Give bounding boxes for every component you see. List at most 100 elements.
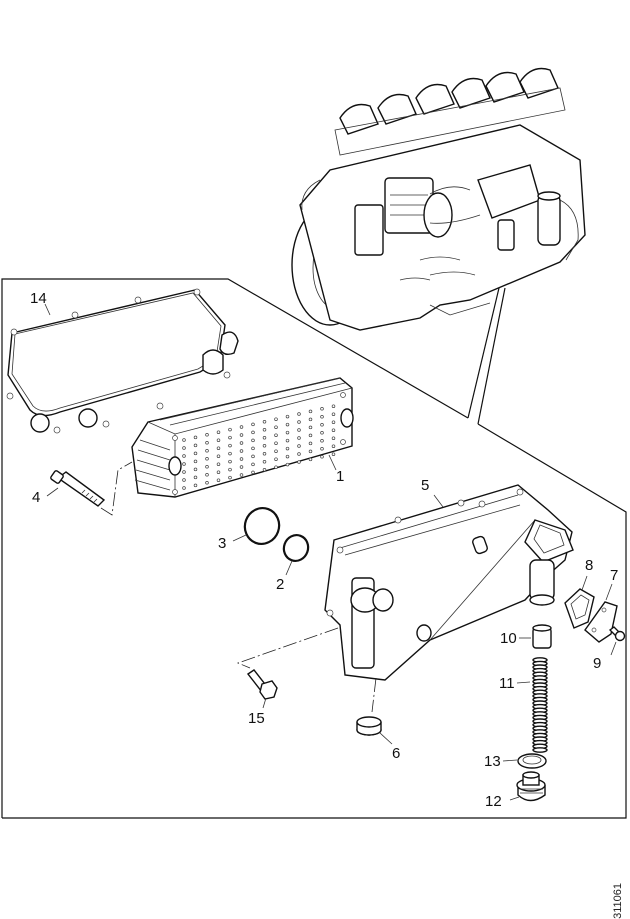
perforation-dot bbox=[297, 444, 301, 448]
perforation-dot bbox=[228, 467, 232, 472]
bolt-15-leader bbox=[236, 627, 339, 669]
perforation-dot bbox=[228, 451, 232, 456]
perforation-dot bbox=[297, 428, 301, 432]
perforation-dot bbox=[216, 446, 221, 450]
perforation-dot bbox=[251, 454, 255, 459]
cooler-perforations bbox=[182, 404, 336, 490]
flange-bolt bbox=[246, 669, 278, 700]
callout-leaders bbox=[44, 303, 617, 801]
o-ring-large bbox=[243, 507, 281, 545]
perforation-dot bbox=[331, 452, 336, 456]
drain-plug bbox=[516, 771, 546, 802]
callout-15: 15 bbox=[248, 710, 265, 727]
perforation-dot bbox=[205, 449, 209, 453]
perforation-dot bbox=[274, 441, 278, 445]
callout-9: 9 bbox=[593, 655, 601, 672]
perforation-dot bbox=[285, 446, 290, 451]
perforation-dot bbox=[228, 435, 232, 440]
perforation-dot bbox=[262, 460, 267, 464]
perforation-dot bbox=[308, 409, 313, 414]
perforation-dot bbox=[285, 422, 290, 427]
perforation-dot bbox=[239, 449, 244, 453]
perforation-dot bbox=[274, 457, 278, 461]
perforation-dot bbox=[205, 481, 209, 485]
perforation-dot bbox=[251, 422, 255, 427]
perforation-dot bbox=[297, 412, 301, 416]
perforation-dot bbox=[205, 473, 209, 477]
perforation-dot bbox=[308, 441, 313, 446]
perforation-dot bbox=[262, 452, 267, 456]
callout-3: 3 bbox=[218, 535, 226, 552]
valve-piston bbox=[532, 624, 552, 649]
perforation-dot bbox=[262, 436, 267, 440]
perforation-dot bbox=[251, 470, 255, 475]
cover-screw bbox=[608, 626, 626, 642]
cover-plate bbox=[584, 601, 618, 643]
perforation-dot bbox=[308, 457, 313, 462]
perforation-dot bbox=[182, 470, 186, 474]
perforation-dot bbox=[205, 457, 209, 461]
o-ring-small bbox=[282, 534, 310, 562]
perforation-dot bbox=[331, 428, 336, 432]
spring-coil bbox=[532, 747, 548, 753]
callout-12: 12 bbox=[485, 793, 502, 810]
perforation-dot bbox=[320, 407, 324, 411]
perforation-dot bbox=[331, 420, 336, 424]
bolt-long bbox=[50, 461, 133, 516]
callout-5: 5 bbox=[421, 477, 429, 494]
perforation-dot bbox=[216, 470, 221, 474]
perforation-dot bbox=[320, 439, 324, 443]
parts-diagram: 14 1 4 3 2 5 6 7 8 9 10 11 13 12 15 bbox=[1, 67, 627, 819]
perforation-dot bbox=[216, 454, 221, 458]
perforation-dot bbox=[193, 459, 198, 464]
perforation-dot bbox=[297, 460, 301, 464]
perforation-dot bbox=[285, 454, 290, 459]
callout-2: 2 bbox=[276, 576, 284, 593]
perforation-dot bbox=[239, 465, 244, 469]
perforation-dot bbox=[320, 447, 324, 451]
perforation-dot bbox=[320, 431, 324, 435]
perforation-dot bbox=[297, 452, 301, 456]
perforation-dot bbox=[285, 462, 290, 467]
callout-4: 4 bbox=[32, 489, 40, 506]
perforation-dot bbox=[331, 412, 336, 416]
perforation-dot bbox=[205, 465, 209, 469]
perforation-dot bbox=[193, 475, 198, 480]
perforation-dot bbox=[239, 433, 244, 437]
perforation-dot bbox=[331, 436, 336, 440]
perforation-dot bbox=[331, 444, 336, 448]
perforation-dot bbox=[274, 449, 278, 453]
oil-cooler-housing bbox=[324, 484, 574, 681]
perforation-dot bbox=[182, 478, 186, 482]
perforation-dot bbox=[262, 468, 267, 472]
perforation-dot bbox=[205, 433, 209, 437]
perforation-dot bbox=[205, 441, 209, 445]
perforation-dot bbox=[182, 462, 186, 466]
callout-8: 8 bbox=[585, 557, 593, 574]
perforation-dot bbox=[274, 465, 278, 469]
perforation-dot bbox=[308, 433, 313, 438]
perforation-dot bbox=[239, 425, 244, 429]
perforation-dot bbox=[193, 451, 198, 456]
perforation-dot bbox=[308, 449, 313, 454]
perforation-dot bbox=[216, 430, 221, 434]
perforation-dot bbox=[193, 435, 198, 440]
perforation-dot bbox=[182, 454, 186, 458]
callout-6: 6 bbox=[392, 745, 400, 762]
sealing-ring bbox=[517, 753, 547, 769]
perforation-dot bbox=[262, 428, 267, 432]
perforation-dot bbox=[285, 438, 290, 443]
perforation-dot bbox=[216, 462, 221, 466]
perforation-dot bbox=[228, 443, 232, 448]
figure-reference-number: 311061 bbox=[612, 883, 624, 919]
engine-overview bbox=[291, 67, 586, 331]
perforation-dot bbox=[297, 436, 301, 440]
callout-labels: 14 1 4 3 2 5 6 7 8 9 10 11 13 12 15 bbox=[30, 290, 618, 810]
perforation-dot bbox=[182, 446, 186, 450]
plug-6-leader bbox=[371, 677, 377, 713]
cover-gasket bbox=[564, 588, 595, 629]
callout-1: 1 bbox=[336, 468, 344, 485]
perforation-dot bbox=[251, 430, 255, 435]
perforation-dot bbox=[216, 438, 221, 442]
oil-cooler-element bbox=[131, 377, 354, 498]
